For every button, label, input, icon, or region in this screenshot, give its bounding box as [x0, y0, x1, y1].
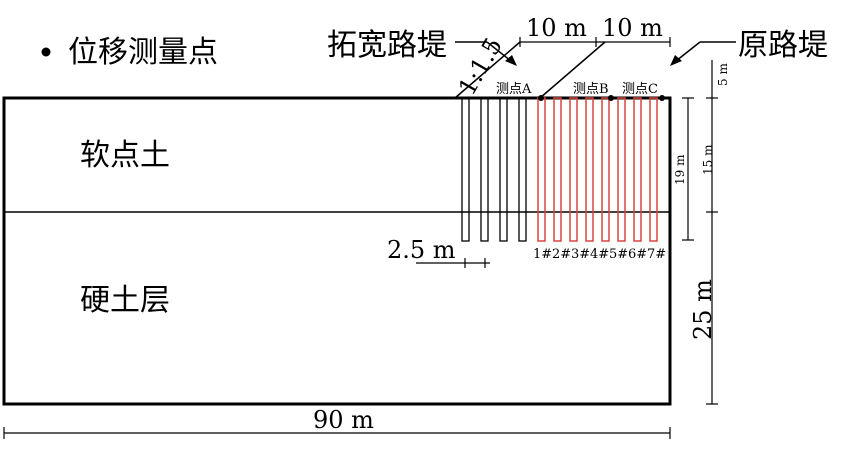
original-leader-arrow [675, 41, 701, 62]
pile-number-label: 7# [647, 247, 666, 262]
widened-embankment-label: 拓宽路堤 [327, 28, 447, 63]
original-pile [537, 97, 546, 242]
hard-soil-label: 硬土层 [80, 283, 170, 318]
measure-point-b-label: 测点B [573, 82, 609, 97]
original-pile [649, 97, 658, 242]
embank-height-label: 5 m [716, 63, 730, 86]
original-slope-line [539, 41, 606, 99]
original-pile [617, 97, 626, 242]
original-pile [553, 97, 562, 242]
measure-point-a-label: 测点A [496, 82, 532, 97]
pile-spacing-label: 2.5 m [387, 236, 456, 264]
widened-leader-arrow [486, 41, 512, 62]
widened-pile [461, 97, 470, 242]
original-arrowhead-icon [670, 55, 682, 66]
widened-pile [480, 97, 489, 242]
widened-pile-group [461, 97, 527, 242]
legend-dot-icon [41, 47, 51, 57]
original-pile [601, 97, 610, 242]
original-pile-group [537, 97, 658, 242]
measure-point-c-icon [659, 95, 665, 101]
soft-depth-label: 15 m [701, 144, 715, 175]
widened-slope-line [454, 41, 521, 99]
measure-point-c-label: 测点C [622, 82, 658, 97]
widened-pile [518, 97, 527, 242]
original-pile [633, 97, 642, 242]
original-pile [569, 97, 578, 242]
widen-width-label: 10 m [526, 14, 587, 42]
widened-arrowhead-icon [505, 55, 517, 66]
pile-number-label: 2# [552, 247, 571, 262]
pile-number-label: 3# [571, 247, 590, 262]
widened-pile [499, 97, 508, 242]
measure-point-a-icon [538, 95, 544, 101]
pile-number-labels: 1#2#3#4#5#6#7# [533, 247, 666, 262]
original-embankment-label: 原路堤 [738, 28, 828, 63]
pile-number-label: 6# [628, 247, 647, 262]
original-pile [585, 97, 594, 242]
hard-depth-label: 25 m [689, 279, 717, 340]
pile-number-label: 1# [533, 247, 552, 262]
pile-length-label: 19 m [673, 154, 687, 185]
pile-number-label: 4# [590, 247, 609, 262]
original-width-label: 10 m [602, 14, 663, 42]
legend-label: 位移测量点 [68, 35, 218, 70]
total-width-label: 90 m [313, 406, 374, 434]
measure-point-b-icon [608, 95, 614, 101]
ground-boundary [2, 96, 672, 406]
pile-number-label: 5# [609, 247, 628, 262]
soft-soil-label: 软点土 [80, 138, 170, 173]
